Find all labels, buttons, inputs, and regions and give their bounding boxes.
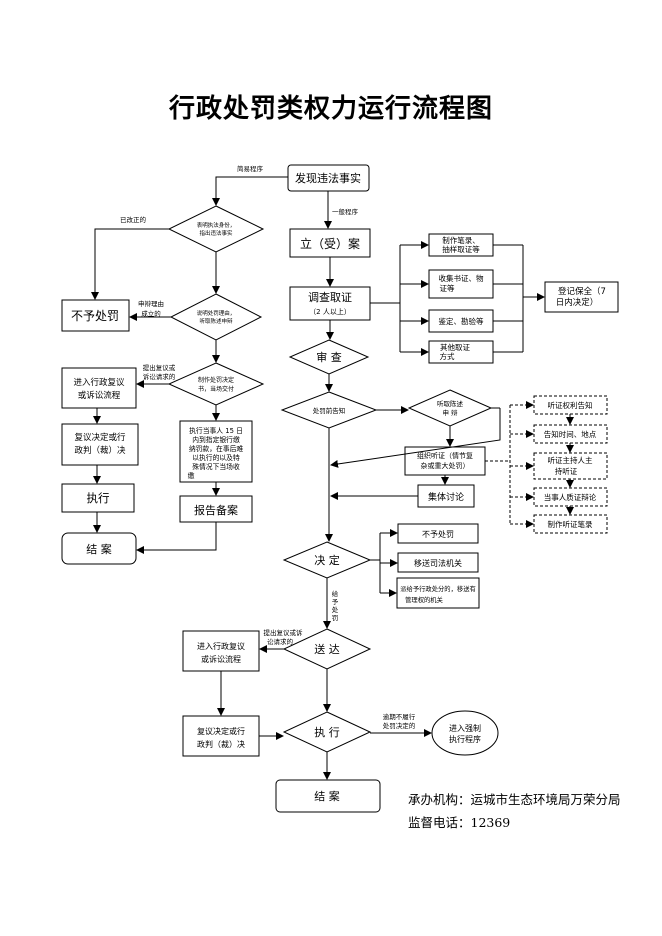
- preserve-text-2: 日内决定）: [556, 297, 599, 308]
- execute-left-box: [61, 483, 135, 513]
- decision-book-text-2: 书，当场交付: [198, 385, 234, 393]
- recon-req2-label-2: 讼请求的: [267, 637, 294, 646]
- hearing-step1-text: 听证权利告知: [548, 400, 593, 410]
- execute-text: 执 行: [314, 725, 340, 739]
- deliver-text: 送 达: [314, 642, 340, 656]
- close-bottom-box: [275, 779, 381, 813]
- no-penalty-right-box: [397, 523, 479, 544]
- force-execute-text-2: 执行程序: [449, 734, 481, 744]
- identify-text-2: 指出违法事实: [199, 229, 233, 237]
- hearing-step3-text-2: 持听证: [555, 466, 578, 476]
- hearing-step2-text: 告知时间、地点: [544, 429, 597, 439]
- recon-result-left-box: [61, 423, 139, 466]
- preserve-box: [544, 281, 619, 313]
- overdue-label-1: 逾期不履行: [383, 712, 416, 721]
- hear-defense-diamond: [407, 389, 493, 427]
- recon-result-bottom-box: [182, 715, 260, 757]
- evidence2-text-2: 证等: [440, 283, 455, 293]
- close-left-text: 结 案: [86, 542, 112, 556]
- decide-text: 决 定: [314, 553, 340, 567]
- preserve-text-1: 登记保全（7: [558, 286, 606, 297]
- evidence2-text-1: 收集书证、物: [439, 273, 484, 283]
- hearing-text-2: 杂或重大处罚）: [421, 461, 470, 470]
- file-case-text: 立（受）案: [300, 236, 360, 251]
- investigate-sub-text: （2 人以上）: [309, 307, 351, 316]
- pay-text-1: 执行当事人 15 日: [189, 426, 243, 435]
- pay-text-4: 以执行的以及特: [192, 453, 240, 462]
- hearing-step5-box: [533, 514, 608, 534]
- investigate-text: 调查取证: [308, 290, 352, 304]
- transfer-text: 移送司法机关: [414, 558, 462, 568]
- pre-notice-text: 处罚前告知: [313, 406, 346, 415]
- decision-book-diamond: [167, 362, 265, 406]
- overdue-label-2: 处罚决定的: [383, 721, 416, 730]
- pay-text-2: 内到指定银行缴: [192, 435, 240, 444]
- evidence1-text-2: 抽样取证等: [442, 244, 480, 254]
- svg-text:给予处罚: 给予处罚: [332, 589, 339, 622]
- enter-recon-bottom-box: [182, 630, 260, 672]
- execute-left-text: 执行: [87, 491, 110, 505]
- identify-text-1: 表明执法身份，: [197, 221, 236, 229]
- defense-label-2: 成立的: [141, 309, 161, 318]
- transfer-box: [397, 552, 479, 573]
- page-title: 行政处罚类权力运行流程图: [168, 94, 493, 124]
- collective-text: 集体讨论: [428, 491, 464, 503]
- evidence4-text-1: 其他取证: [440, 342, 470, 352]
- force-execute-text-1: 进入强制: [449, 723, 481, 733]
- defense-diamond: [169, 293, 263, 341]
- defense-text-1: 说明处罚理由，: [197, 309, 236, 317]
- evidence3-text: 鉴定、勘验等: [439, 316, 484, 326]
- hearing-text-1: 组织听证（情节复: [417, 451, 473, 460]
- general-procedure-label: 一般程序: [332, 207, 359, 216]
- recon-req-label-1: 提出复议或: [143, 363, 176, 372]
- org-footer: 承办机构：运城市生态环境局万荣分局: [408, 792, 621, 807]
- identify-diamond: [167, 205, 265, 253]
- evidence1-text-1: 制作笔录、: [442, 235, 480, 245]
- no-penalty-right-text: 不予处罚: [422, 529, 454, 539]
- defense-label-1: 申辩理由: [138, 299, 164, 308]
- give-penalty-label: 给予处罚: [332, 589, 339, 622]
- corrected-label: 已改正的: [120, 215, 147, 224]
- pay-text-5: 殊情况下当场收: [192, 462, 240, 471]
- close-bottom-text: 结 案: [314, 789, 340, 803]
- other-handling-text-1: 派给予行政处分的，移送有: [400, 584, 476, 593]
- recon-req-label-2: 诉讼请求的: [143, 372, 176, 381]
- other-handling-text-2: 管理权的机关: [405, 595, 443, 604]
- pay-text-3: 纳罚款，在事后难: [189, 444, 244, 453]
- hearing-step5-text: 制作听证笔录: [548, 519, 593, 529]
- report-text: 报告备案: [194, 503, 238, 517]
- phone-footer: 监督电话：12369: [408, 815, 511, 830]
- evidence4-text-2: 方式: [440, 351, 455, 361]
- enter-recon-bottom-text-1: 进入行政复议: [197, 641, 245, 651]
- simple-procedure-label: 简易程序: [237, 164, 264, 173]
- discover-text: 发现违法事实: [295, 171, 361, 185]
- recon-result-left-text-2: 政判（裁）决: [74, 445, 126, 456]
- decision-book-text-1: 制作处罚决定: [198, 376, 234, 384]
- hear-defense-text-2: 申 辩: [442, 408, 458, 417]
- enter-recon-left-text-1: 进入行政复议: [73, 377, 125, 388]
- enter-recon-bottom-text-2: 或诉讼流程: [201, 654, 241, 664]
- enter-recon-left-text-2: 或诉讼流程: [78, 390, 121, 401]
- enter-recon-left-box: [61, 367, 137, 409]
- recon-req2-label-1: 提出复议或诉: [264, 628, 304, 637]
- hearing-step4-text: 当事人质证辩论: [544, 492, 597, 502]
- hearing-step3-text-1: 听证主持人主: [548, 455, 593, 465]
- defense-text-2: 听取陈述申辩: [199, 317, 233, 325]
- hear-defense-text-1: 听取陈述: [437, 399, 464, 408]
- pay-text-6: 缴: [188, 471, 195, 480]
- recon-result-bottom-text-2: 政判（裁）决: [197, 739, 245, 749]
- review-text: 审 查: [316, 350, 342, 364]
- recon-result-bottom-text-1: 复议决定或行: [197, 726, 245, 736]
- no-penalty-left-text: 不予处罚: [71, 309, 119, 323]
- other-handling-box: [396, 577, 480, 609]
- recon-result-left-text-1: 复议决定或行: [74, 432, 126, 443]
- force-execute-ellipse: [431, 710, 499, 756]
